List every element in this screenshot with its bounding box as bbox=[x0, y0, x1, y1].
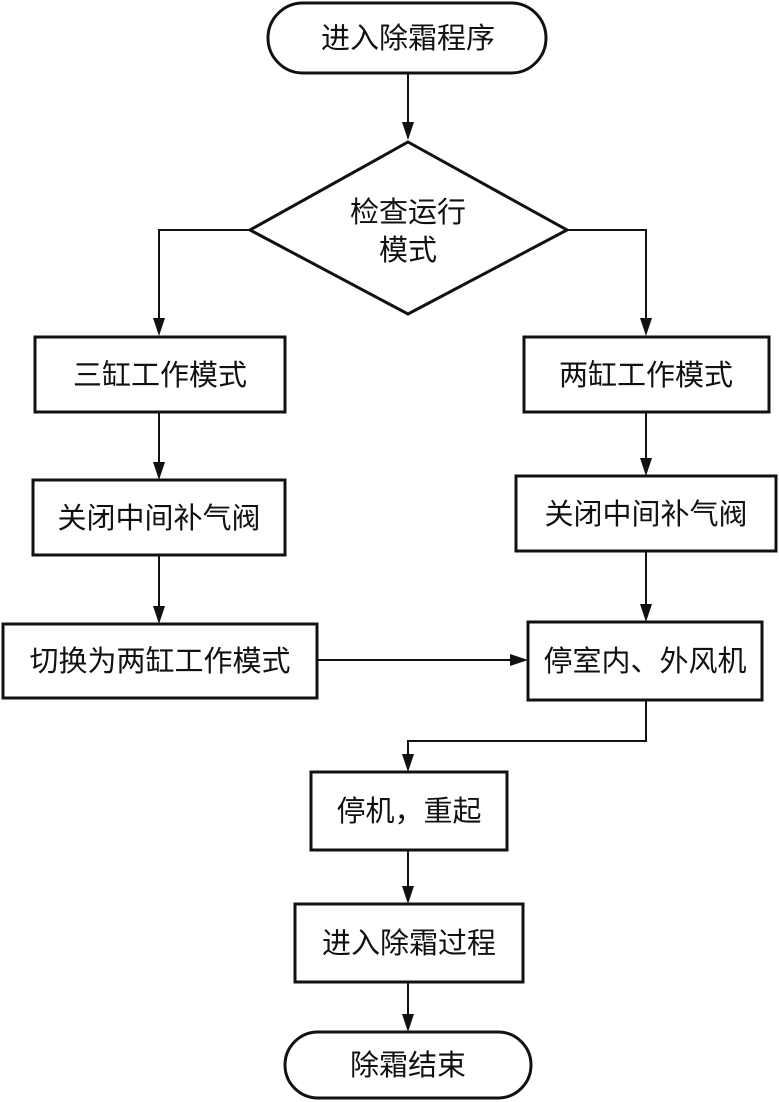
arrowhead-end bbox=[402, 1014, 414, 1032]
arrowhead-three-cyl bbox=[153, 318, 165, 336]
arrowhead-decision bbox=[402, 122, 414, 140]
arrowhead-defrost bbox=[402, 886, 414, 904]
close-valve-left-node: 关闭中间补气阀 bbox=[31, 478, 287, 557]
check-mode-label-line2: 模式 bbox=[379, 233, 437, 267]
two-cyl-mode-node: 两缸工作模式 bbox=[522, 335, 771, 414]
close-valve-right-label: 关闭中间补气阀 bbox=[544, 497, 747, 531]
two-cyl-mode-label: 两缸工作模式 bbox=[559, 358, 733, 392]
connectors bbox=[153, 73, 652, 1032]
arrowhead-restart bbox=[402, 754, 414, 772]
enter-defrost-node: 进入除霜过程 bbox=[293, 902, 525, 984]
start-label: 进入除霜程序 bbox=[321, 21, 495, 55]
close-valve-right-node: 关闭中间补气阀 bbox=[514, 474, 778, 553]
three-cyl-mode-node: 三缸工作模式 bbox=[33, 335, 287, 414]
arrowhead-stop-fans-side bbox=[510, 654, 528, 666]
three-cyl-mode-label: 三缸工作模式 bbox=[73, 358, 247, 392]
check-mode-label-line1: 检查运行 bbox=[350, 195, 466, 229]
stop-restart-node: 停机，重起 bbox=[309, 770, 509, 852]
edge-decision-to-two-cyl bbox=[567, 229, 647, 332]
end-node: 除霜结束 bbox=[283, 1030, 533, 1100]
arrowhead-valve-left bbox=[153, 462, 165, 480]
start-node: 进入除霜程序 bbox=[266, 1, 548, 75]
close-valve-left-label: 关闭中间补气阀 bbox=[57, 501, 260, 535]
check-mode-decision: 检查运行 模式 bbox=[246, 140, 571, 316]
arrowhead-two-cyl bbox=[640, 318, 652, 336]
stop-fans-label: 停室内、外风机 bbox=[543, 644, 746, 678]
arrowhead-stop-fans bbox=[640, 604, 652, 622]
switch-to-two-cyl-node: 切换为两缸工作模式 bbox=[1, 622, 319, 700]
edge-stop-fans-to-restart bbox=[407, 700, 647, 768]
arrowhead-valve-right bbox=[640, 458, 652, 476]
enter-defrost-label: 进入除霜过程 bbox=[322, 926, 496, 960]
stop-restart-label: 停机，重起 bbox=[336, 794, 481, 828]
stop-fans-node: 停室内、外风机 bbox=[526, 620, 764, 702]
switch-to-two-cyl-label: 切换为两缸工作模式 bbox=[29, 644, 290, 678]
arrowhead-switch bbox=[153, 606, 165, 624]
edge-decision-to-three-cyl bbox=[158, 229, 250, 332]
end-label: 除霜结束 bbox=[350, 1048, 466, 1082]
